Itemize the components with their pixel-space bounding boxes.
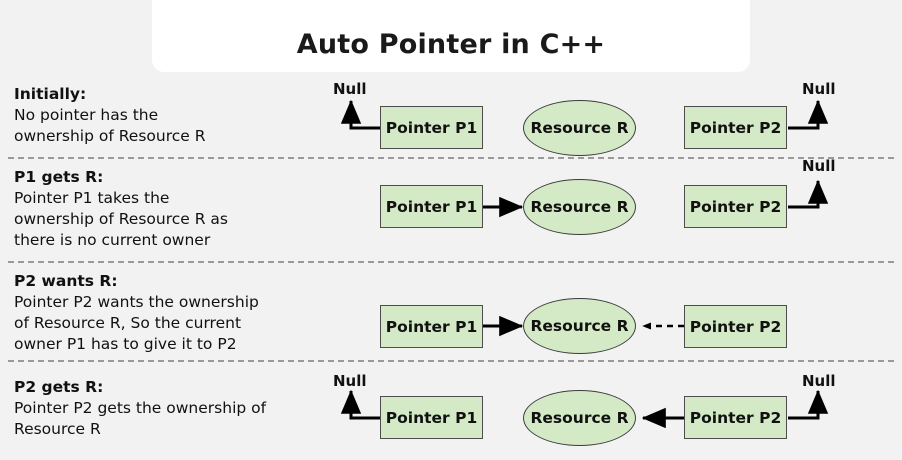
node-pointer-p1[interactable]: Pointer P1 [380, 185, 483, 228]
step-heading: P1 gets R: [14, 168, 104, 186]
node-resource-r[interactable]: Resource R [523, 298, 636, 354]
step-line: Pointer P1 takes the [14, 189, 170, 207]
step-row-p1-gets-r: P1 gets R: Pointer P1 takes the ownershi… [0, 157, 902, 263]
null-label-p2: Null [802, 372, 836, 390]
node-pointer-p2[interactable]: Pointer P2 [684, 106, 787, 149]
step-line: ownership of Resource R as [14, 210, 229, 228]
step-line: Resource R [14, 420, 101, 438]
row-separator [8, 360, 894, 362]
node-resource-r[interactable]: Resource R [523, 179, 636, 235]
title-card: Auto Pointer in C++ [152, 0, 750, 72]
step-line: there is no current owner [14, 231, 211, 249]
node-resource-r[interactable]: Resource R [523, 390, 636, 446]
row-separator [8, 261, 894, 263]
step-heading: Initially: [14, 85, 87, 103]
step-caption-initially: Initially: No pointer has the ownership … [14, 84, 206, 147]
step-line: ownership of Resource R [14, 127, 206, 145]
node-pointer-p2[interactable]: Pointer P2 [684, 396, 787, 439]
row-separator [8, 157, 894, 159]
step-caption-p2-wants-r: P2 wants R: Pointer P2 wants the ownersh… [14, 271, 259, 355]
step-line: No pointer has the [14, 106, 159, 124]
node-pointer-p2[interactable]: Pointer P2 [684, 185, 787, 228]
null-label-p2: Null [802, 80, 836, 98]
step-caption-p1-gets-r: P1 gets R: Pointer P1 takes the ownershi… [14, 167, 228, 251]
step-line: Pointer P2 wants the ownership [14, 293, 259, 311]
node-pointer-p1[interactable]: Pointer P1 [380, 106, 483, 149]
step-row-p2-wants-r: P2 wants R: Pointer P2 wants the ownersh… [0, 261, 902, 362]
node-pointer-p2[interactable]: Pointer P2 [684, 305, 787, 348]
node-pointer-p1[interactable]: Pointer P1 [380, 305, 483, 348]
node-pointer-p1[interactable]: Pointer P1 [380, 396, 483, 439]
step-caption-p2-gets-r: P2 gets R: Pointer P2 gets the ownership… [14, 377, 266, 440]
null-label-p1: Null [333, 372, 367, 390]
step-row-initially: Initially: No pointer has the ownership … [0, 0, 902, 159]
step-line: Pointer P2 gets the ownership of [14, 399, 267, 417]
node-resource-r[interactable]: Resource R [523, 100, 636, 156]
null-label-p1: Null [333, 80, 367, 98]
null-label-p2: Null [802, 157, 836, 175]
page-title: Auto Pointer in C++ [296, 29, 606, 60]
step-line: of Resource R, So the current [14, 314, 242, 332]
step-heading: P2 gets R: [14, 378, 104, 396]
step-row-p2-gets-r: P2 gets R: Pointer P2 gets the ownership… [0, 360, 902, 460]
step-line: owner P1 has to give it to P2 [14, 335, 237, 353]
step-heading: P2 wants R: [14, 272, 118, 290]
